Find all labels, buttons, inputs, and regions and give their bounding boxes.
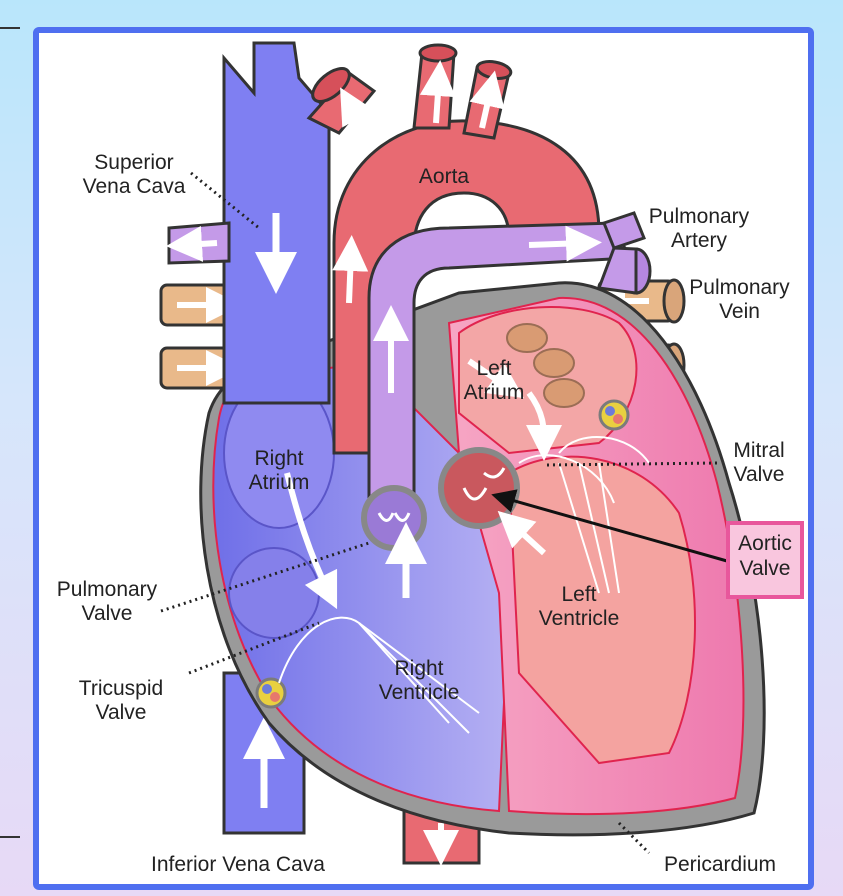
mitral-valve-ring (598, 399, 630, 431)
label-mitral-valve: Mitral Valve (733, 439, 785, 486)
pulmonary-trunk (367, 211, 652, 505)
pulmonary-veins-left (159, 283, 243, 390)
pulmonary-valve-shape (361, 485, 427, 551)
margin-tick-bottom (0, 836, 20, 838)
label-pulmonary-artery: Pulmonary Artery (648, 205, 750, 252)
margin-tick-top (0, 27, 20, 29)
heart-diagram-illustration (159, 41, 766, 866)
label-left-ventricle: Left Ventricle (538, 583, 620, 630)
tricuspid-valve-ring (255, 677, 287, 709)
label-right-ventricle: Right Ventricle (378, 657, 460, 704)
label-pulmonary-valve: Pulmonary Valve (56, 578, 158, 625)
label-right-atrium: Right Atrium (248, 447, 310, 494)
label-left-atrium: Left Atrium (463, 357, 525, 404)
left-ventricle-chamber (507, 455, 697, 765)
heart-diagram-frame: Superior Vena Cava Aorta Pulmonary Arter… (33, 27, 814, 890)
aortic-valve-shape (438, 447, 520, 529)
label-pericardium: Pericardium (664, 853, 777, 876)
leader-lines (160, 171, 720, 855)
label-tricuspid-valve: Tricuspid Valve (78, 677, 164, 724)
label-aortic-valve-box: Aortic Valve (726, 521, 804, 599)
label-aorta: Aorta (418, 165, 470, 188)
label-pulmonary-vein: Pulmonary Vein (689, 276, 790, 323)
aortic-valve-pointer (491, 489, 728, 563)
label-superior-vena-cava: Superior Vena Cava (82, 151, 186, 198)
label-inferior-vena-cava: Inferior Vena Cava (151, 853, 325, 876)
